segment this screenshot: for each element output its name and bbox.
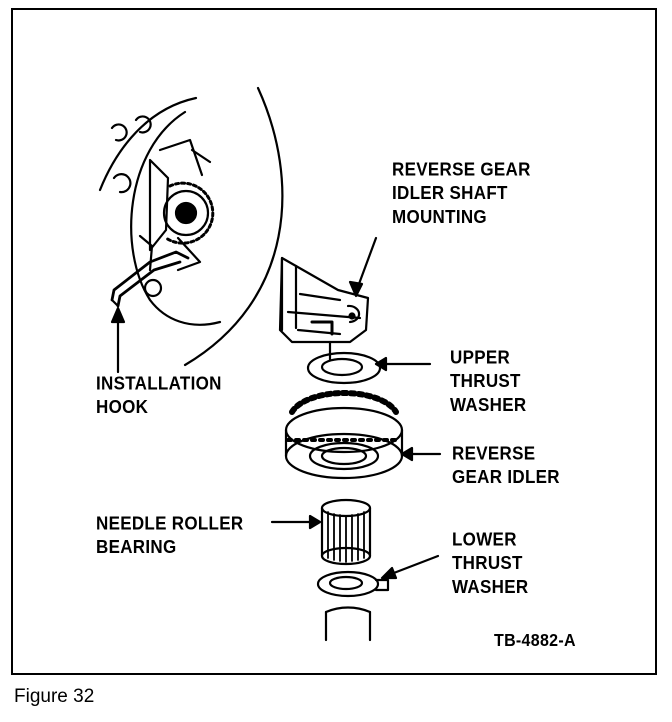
label-reverse-gear-idler: REVERSE GEAR IDLER (452, 443, 560, 488)
label-installation-hook: INSTALLATION HOOK (96, 373, 222, 418)
needle-roller-bearing (270, 498, 372, 566)
case-lip-curve (98, 96, 198, 192)
c-clip-top-2 (134, 115, 152, 134)
figure-caption: Figure 32 (14, 686, 95, 707)
label-idler-shaft-mounting: REVERSE GEAR IDLER SHAFT MOUNTING (392, 159, 531, 228)
idler-shaft (324, 606, 372, 642)
label-upper-thrust-washer: UPPER THRUST WASHER (450, 347, 527, 416)
figure-code: TB-4882-A (494, 632, 576, 651)
lower-thrust-washer (316, 554, 440, 598)
case-outer-arc (183, 86, 284, 367)
upper-thrust-washer (306, 351, 432, 385)
label-needle-roller-bearing: NEEDLE ROLLER BEARING (96, 513, 244, 558)
reverse-gear-idler (284, 390, 442, 480)
idler-gear-small (162, 189, 210, 237)
c-clip-left (112, 173, 132, 194)
bolt-hole (143, 278, 163, 298)
gear-teeth-big (289, 390, 399, 415)
idler-shaft-mounting (278, 236, 378, 362)
label-lower-thrust-washer: LOWER THRUST WASHER (452, 529, 529, 598)
c-clip-top-1 (110, 123, 128, 142)
transmission-case-detail (98, 86, 284, 374)
